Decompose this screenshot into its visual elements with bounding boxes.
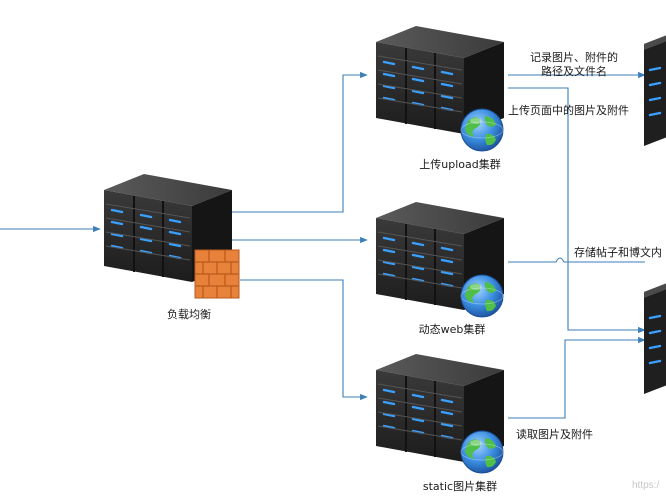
- record-path-label-line2: 路径及文件名: [541, 64, 607, 78]
- database-server-icon: [644, 35, 666, 146]
- upload-files-label: 上传页面中的图片及附件: [508, 103, 629, 117]
- upload-globe-icon: [460, 108, 504, 152]
- static-globe-icon: [460, 430, 504, 474]
- lb-to-upload-connector: [232, 71, 368, 213]
- web-cluster-label: 动态web集群: [419, 322, 486, 336]
- record-path-label-line1: 记录图片、附件的: [530, 50, 618, 64]
- static-cluster-label: static图片集群: [423, 479, 497, 493]
- file-storage-server-icon: [644, 283, 666, 394]
- upload-to-storage-connector: [508, 87, 646, 334]
- read-files-label: 读取图片及附件: [516, 427, 593, 441]
- web-to-db-connector: [508, 257, 645, 263]
- web-globe-icon: [460, 274, 504, 318]
- upload-cluster-label: 上传upload集群: [419, 157, 500, 171]
- lb-to-static-connector: [240, 279, 368, 401]
- load-balancer-label: 负载均衡: [167, 307, 211, 321]
- watermark: https:/: [632, 480, 659, 491]
- store-posts-label: 存储帖子和博文内: [574, 245, 662, 259]
- firewall-icon: [194, 249, 240, 299]
- static-to-storage-connector: [508, 336, 646, 419]
